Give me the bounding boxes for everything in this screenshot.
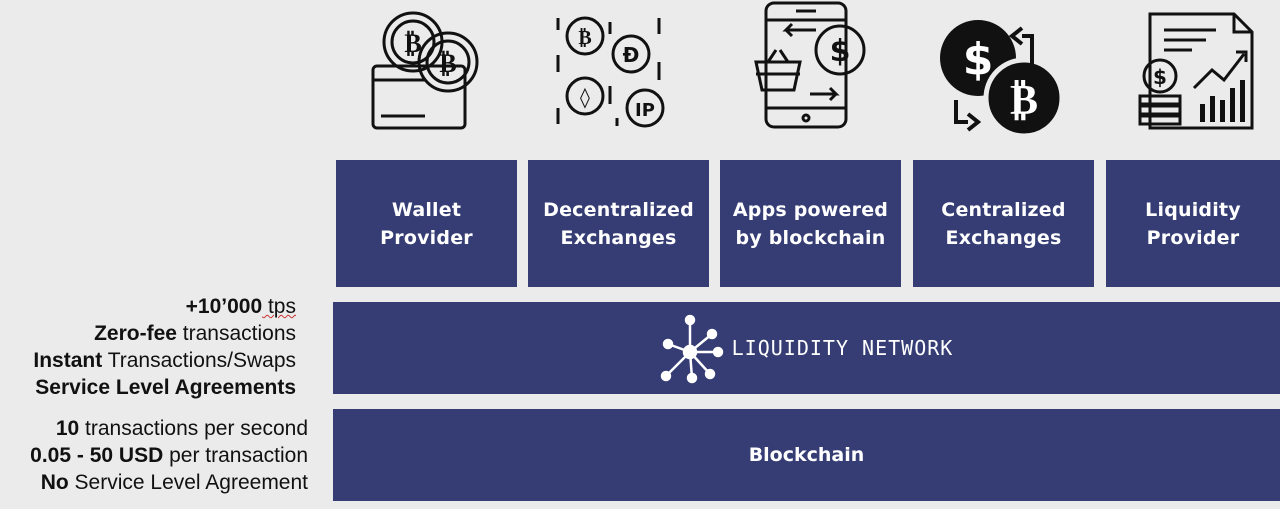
- blockchain-title: Blockchain: [748, 444, 865, 466]
- feature-line: Zero-fee transactions: [33, 320, 296, 347]
- feature-line: No Service Level Agreement: [30, 469, 308, 496]
- box-label-line1: Decentralized: [543, 198, 694, 221]
- feature-rest: tps: [262, 295, 296, 318]
- feature-rest: Service Level Agreement: [68, 471, 308, 494]
- feature-bold: +10’000: [185, 295, 263, 318]
- svg-text:$: $: [1153, 65, 1167, 89]
- feature-line: 0.05 - 50 USD per transaction: [30, 442, 308, 469]
- wallet-bitcoin-icon: ₿ ₿: [365, 0, 485, 150]
- mobile-shopping-icon: $: [752, 0, 872, 150]
- feature-bold: Service Level Agreements: [35, 376, 296, 399]
- svg-text:₿: ₿: [578, 25, 591, 49]
- feature-bold: Zero-fee: [94, 322, 177, 345]
- feature-bold: No: [40, 471, 69, 494]
- svg-text:$: $: [963, 34, 994, 85]
- feature-line: Instant Transactions/Swaps: [33, 347, 296, 374]
- svg-text:Ð: Ð: [623, 43, 640, 67]
- box-label-line1: Liquidity: [1145, 198, 1241, 221]
- blockchain-band: Blockchain: [333, 409, 1280, 501]
- box-label-line1: Apps powered: [732, 198, 889, 221]
- box-apps-powered-by-blockchain: Apps powered by blockchain: [720, 160, 901, 287]
- svg-text:₿: ₿: [439, 49, 456, 79]
- svg-text:IP: IP: [635, 100, 655, 121]
- liquidity-network-features: +10’000 tps Zero-fee transactions Instan…: [33, 293, 296, 401]
- box-label-line2: Provider: [380, 226, 473, 249]
- dollar-bitcoin-exchange-icon: $ ₿: [938, 0, 1066, 150]
- box-label-line2: Exchanges: [560, 226, 677, 249]
- feature-rest: transactions: [176, 322, 296, 345]
- svg-text:₿: ₿: [1010, 75, 1038, 124]
- blockchain-features: 10 transactions per second 0.05 - 50 USD…: [30, 415, 308, 496]
- box-label-line2: Provider: [1146, 226, 1240, 249]
- crypto-coins-icon: ₿ Ð ◊ IP: [555, 0, 670, 150]
- box-label-line2: by blockchain: [735, 226, 886, 249]
- feature-rest: transactions per second: [79, 417, 308, 440]
- liquidity-network-title: LIQUIDITY NETWORK: [731, 336, 954, 360]
- box-label-line1: Centralized: [941, 198, 1066, 221]
- box-label-line1: Wallet: [391, 198, 462, 221]
- feature-rest: per transaction: [163, 444, 308, 467]
- feature-line: 10 transactions per second: [30, 415, 308, 442]
- svg-text:$: $: [830, 34, 851, 69]
- feature-bold: 10: [55, 417, 80, 440]
- feature-line: Service Level Agreements: [33, 374, 296, 401]
- feature-bold: Instant: [33, 349, 103, 372]
- feature-line: +10’000 tps: [33, 293, 296, 320]
- liquidity-network-band: LIQUIDITY NETWORK: [333, 302, 1280, 394]
- svg-text:₿: ₿: [404, 29, 421, 59]
- financial-report-icon: $: [1136, 0, 1258, 150]
- network-nodes-icon: [660, 314, 723, 384]
- box-label-line2: Exchanges: [945, 226, 1062, 249]
- svg-text:◊: ◊: [580, 85, 590, 109]
- feature-bold: 0.05 - 50 USD: [30, 444, 164, 467]
- feature-rest: Transactions/Swaps: [102, 349, 296, 372]
